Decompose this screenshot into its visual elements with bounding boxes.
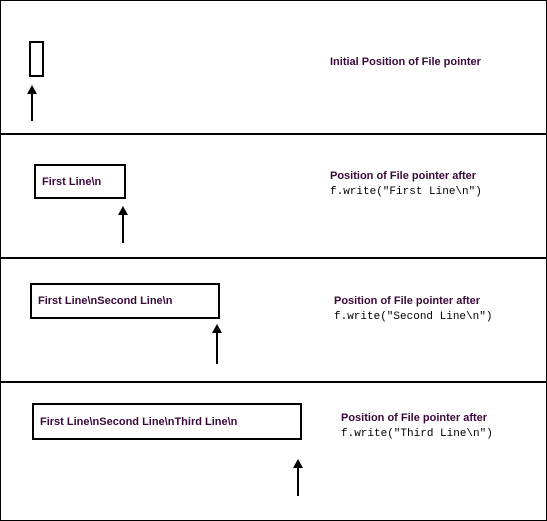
file-content-box: First Line\n xyxy=(34,164,126,199)
section-caption: Position of File pointer after xyxy=(334,295,481,307)
file-pointer-arrow xyxy=(293,459,303,496)
file-content-box: First Line\nSecond Line\nThird Line\n xyxy=(32,403,302,440)
write-call-code: f.write("Second Line\n") xyxy=(334,311,493,323)
section-divider xyxy=(1,133,546,135)
section-caption: Position of File pointer after xyxy=(341,412,488,424)
section-caption: Initial Position of File pointer xyxy=(330,56,481,68)
file-pointer-arrow xyxy=(27,85,37,121)
write-call-code: f.write("First Line\n") xyxy=(330,186,482,198)
section-caption: Position of File pointer after xyxy=(330,170,477,182)
file-pointer-arrow xyxy=(212,324,222,364)
section-divider xyxy=(1,257,546,259)
empty-file-box xyxy=(29,41,44,77)
file-content-box: First Line\nSecond Line\n xyxy=(30,283,220,319)
section-divider xyxy=(1,381,546,383)
file-pointer-arrow xyxy=(118,206,128,243)
write-call-code: f.write("Third Line\n") xyxy=(341,428,493,440)
